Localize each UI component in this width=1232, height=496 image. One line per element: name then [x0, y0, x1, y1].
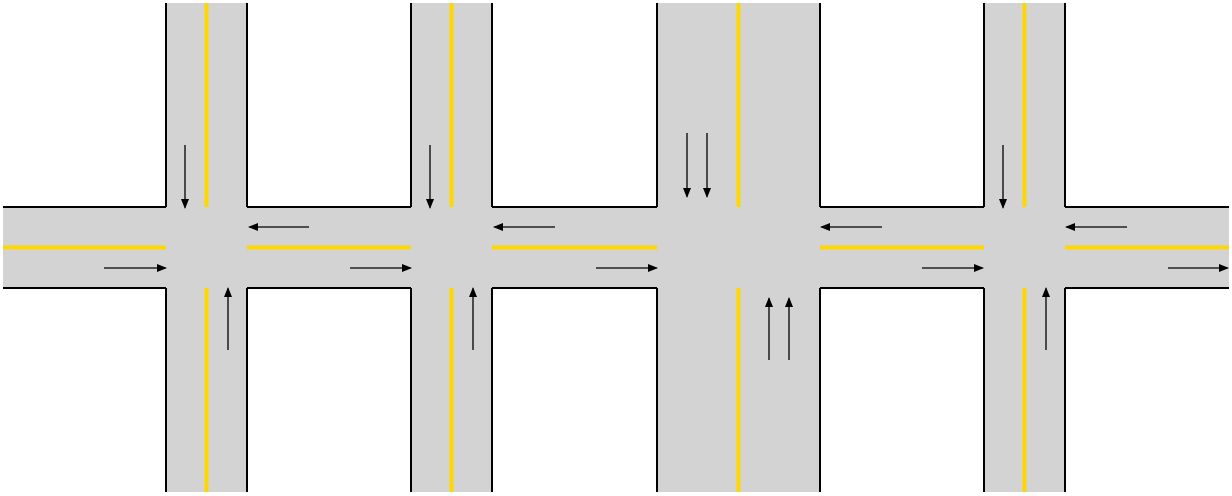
road-network-diagram: [3, 3, 1229, 492]
